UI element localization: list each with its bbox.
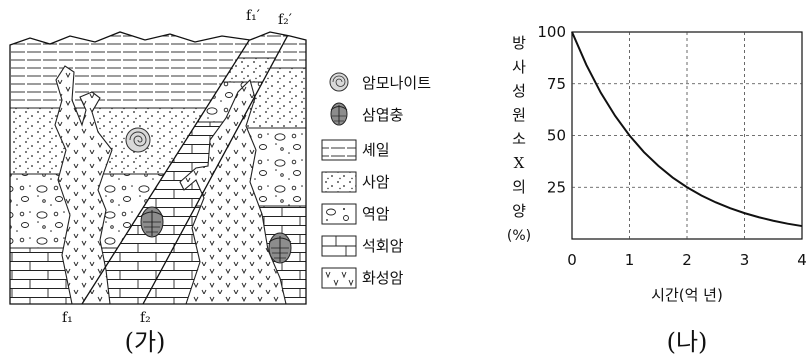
panel-a-caption: (가) [125, 328, 166, 356]
ammonite-icon [329, 72, 349, 92]
trilobite-fossil-2 [268, 232, 292, 264]
limestone-pattern-icon [321, 235, 357, 257]
igneous-pattern-icon [321, 267, 357, 289]
cross-section: f₁′ f₂′ f₁ f₂ (가) [9, 8, 307, 356]
legend-label-ammonite: 암모나이트 [362, 74, 431, 92]
ylabel-char-2: 사 [512, 58, 526, 76]
x-tick-label-0: 0 [567, 251, 577, 269]
ylabel-char-4: 원 [512, 106, 526, 124]
ylabel-char-7: 의 [512, 178, 526, 196]
legend-label-trilobite: 삼엽충 [362, 106, 403, 124]
sandstone-pattern-icon [321, 171, 357, 193]
x-tick-label-2: 2 [682, 251, 692, 269]
ammonite-fossil [125, 127, 151, 153]
ylabel-char-1: 방 [512, 34, 526, 52]
fault-label-f2-bottom: f₂ [140, 310, 151, 326]
y-tick-label-75: 75 [547, 75, 566, 93]
fault-line-f1 [81, 32, 263, 304]
y-axis-label: 방 사 성 원 소 X 의 양 (%) [507, 34, 531, 244]
fault-label-f1-top: f₁′ [246, 8, 260, 24]
fault-line-f2 [142, 32, 297, 304]
trilobite-fossil-1 [140, 206, 164, 238]
tick-labels: 0 1 2 3 4 25 50 75 100 [537, 23, 806, 269]
legend-label-igneous: 화성암 [362, 269, 404, 287]
ylabel-char-8: 양 [512, 202, 526, 220]
legend-label-limestone: 석회암 [362, 237, 404, 255]
grid [572, 32, 802, 239]
decay-chart: 0 1 2 3 4 25 50 75 100 방 사 성 원 소 X 의 양 (%) 시간(억 … [507, 23, 807, 356]
x-axis-label: 시간(억 년) [651, 286, 723, 304]
fault-label-f1-bottom: f₁ [62, 310, 73, 326]
legend-label-conglomerate: 역암 [362, 205, 390, 223]
y-tick-label-25: 25 [547, 178, 566, 196]
block-outline [9, 31, 307, 305]
x-tick-label-1: 1 [625, 251, 635, 269]
ylabel-char-3: 성 [512, 82, 526, 100]
trilobite-icon [330, 102, 348, 126]
legend: 암모나이트 삼엽충 셰일 사암 역암 석회암 화성암 [321, 72, 431, 289]
panel-b-caption: (나) [667, 328, 708, 356]
ylabel-char-9: (%) [507, 228, 531, 244]
fault-label-f2-top: f₂′ [278, 12, 292, 28]
decay-curve [571, 31, 803, 228]
ylabel-char-5: 소 [512, 130, 526, 148]
conglomerate-pattern-icon [321, 203, 357, 225]
x-tick-label-3: 3 [740, 251, 750, 269]
y-tick-label-50: 50 [547, 127, 566, 145]
shale-pattern-icon [321, 139, 357, 161]
x-tick-label-4: 4 [797, 251, 807, 269]
ylabel-char-6: X [514, 154, 525, 172]
legend-label-shale: 셰일 [362, 141, 390, 159]
legend-label-sandstone: 사암 [362, 173, 390, 191]
y-tick-label-100: 100 [537, 23, 566, 41]
